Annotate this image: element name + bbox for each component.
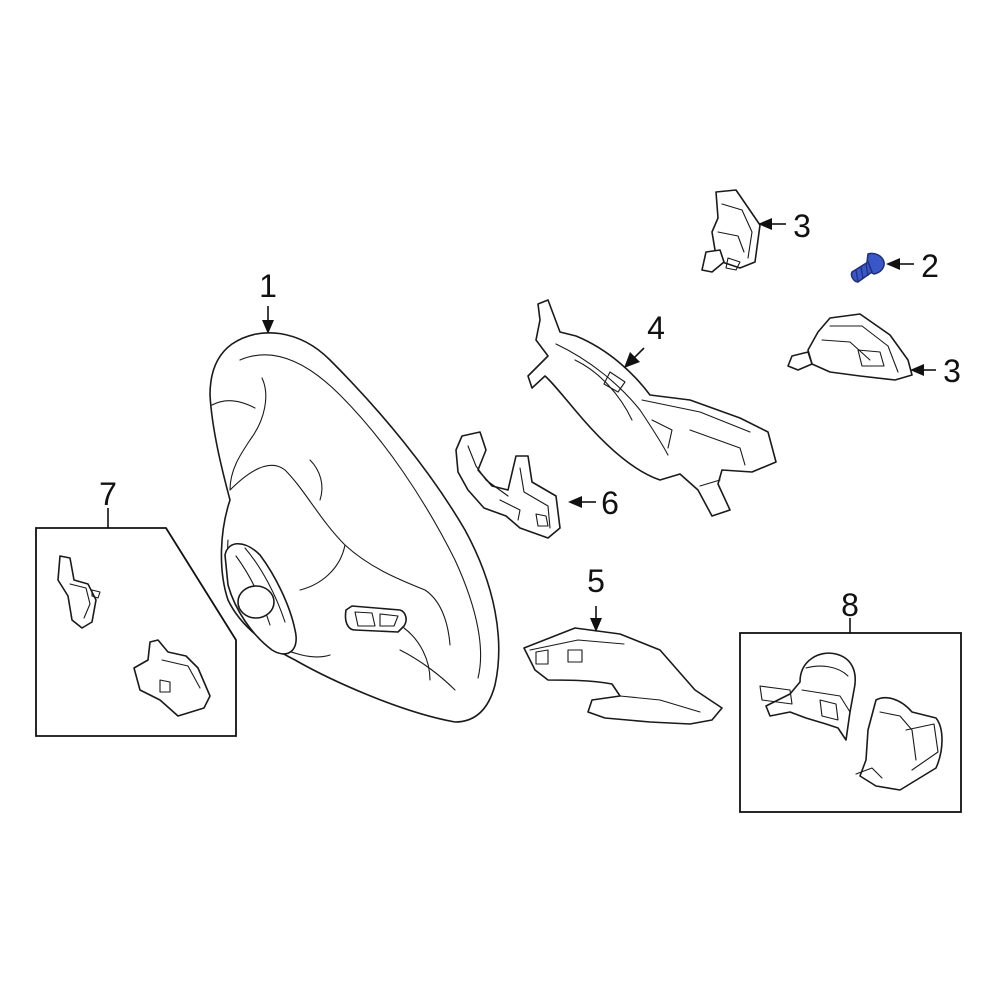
part-7-switch-upper[interactable] [57,555,101,629]
callout-3-upper: 3 [793,208,811,244]
part-3-lower-switch[interactable] [787,313,913,381]
part-1-steering-wheel[interactable] [209,332,500,723]
callouts: 1 2 3 3 4 5 6 7 8 [99,208,961,623]
part-4-trim-cover[interactable] [527,299,777,517]
callout-3-lower: 3 [943,353,961,389]
part-5-lower-trim[interactable] [523,627,723,725]
callout-1: 1 [259,268,277,304]
callout-8: 8 [841,587,859,623]
callout-2: 2 [921,248,939,284]
part-7-switch-lower[interactable] [133,639,211,717]
callout-4: 4 [647,310,665,346]
part-8-switch-left[interactable] [759,652,856,741]
box-8 [739,632,962,813]
part-3-upper-switch[interactable] [701,189,761,273]
callout-5: 5 [587,563,605,599]
box-7 [35,527,237,737]
callout-7: 7 [99,476,117,512]
leader-lines [107,218,936,633]
part-2-screw[interactable] [850,252,885,283]
part-6-bracket[interactable] [455,431,561,539]
part-8-switch-right[interactable] [855,696,943,791]
callout-6: 6 [601,485,619,521]
